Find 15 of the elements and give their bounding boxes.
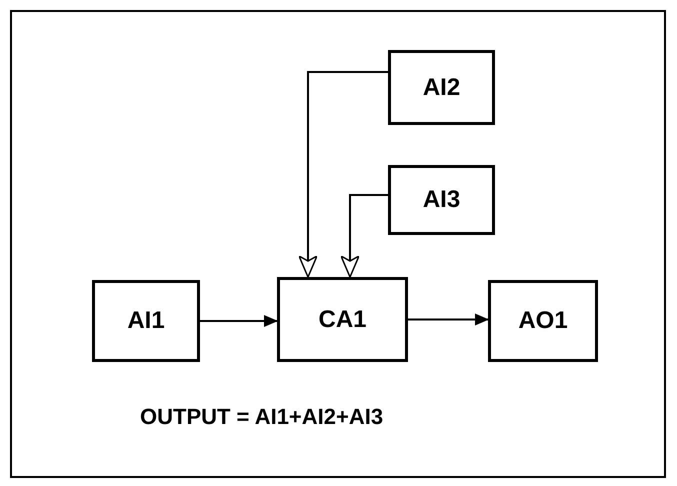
block-box xyxy=(388,50,495,125)
block-box xyxy=(277,277,408,362)
arrow xyxy=(200,315,278,327)
block-box xyxy=(92,280,200,362)
block-label: AO1 xyxy=(518,306,568,336)
arrow xyxy=(340,194,388,278)
block-box xyxy=(388,165,495,235)
block-label: CA1 xyxy=(318,304,366,334)
block-label: AI3 xyxy=(422,185,460,215)
block-label: AI2 xyxy=(422,72,460,102)
block-box xyxy=(488,280,598,362)
arrow xyxy=(298,71,388,278)
block-label: AI1 xyxy=(127,306,165,336)
arrow xyxy=(408,314,489,326)
formula-note: OUTPUT = AI1+AI2+AI3 xyxy=(140,403,384,431)
